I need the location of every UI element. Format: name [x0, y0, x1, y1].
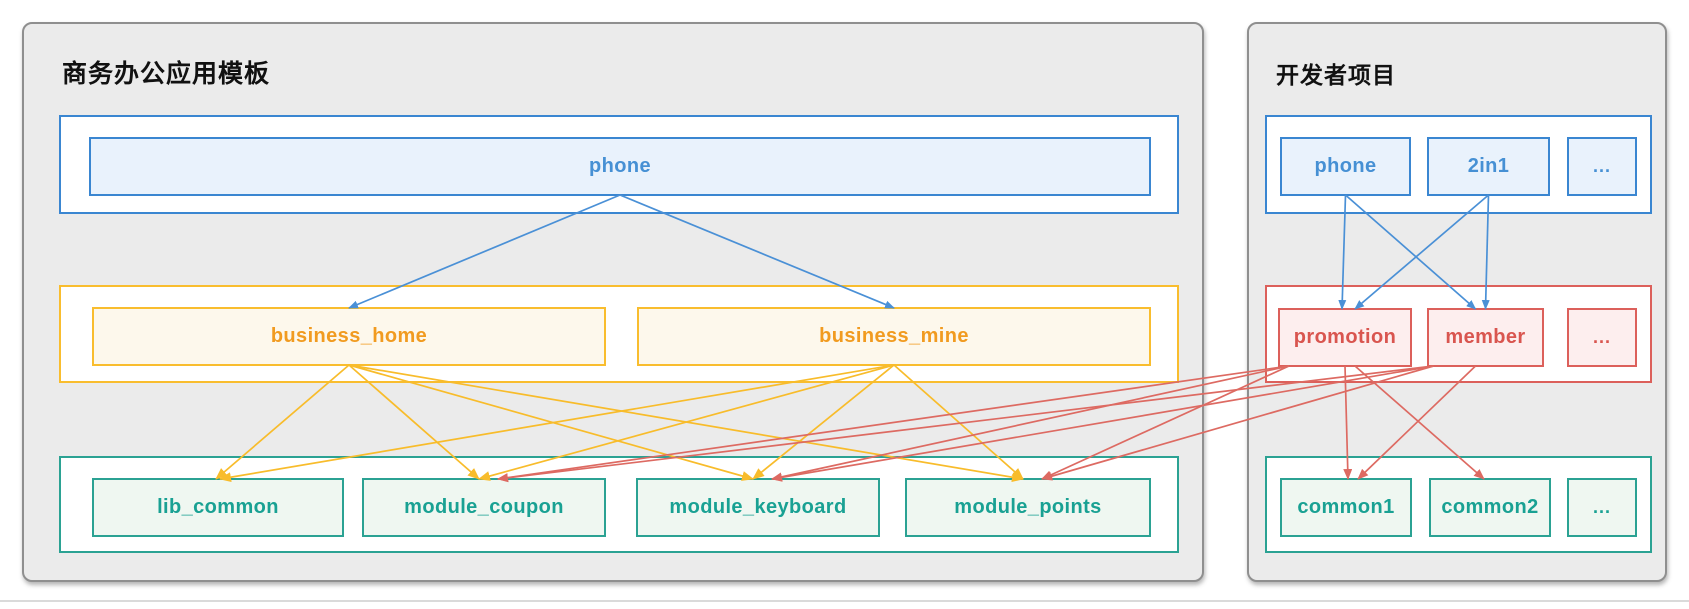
node-common-ellipsis: ... — [1567, 478, 1637, 537]
bottom-divider-line — [0, 600, 1689, 602]
node-label: module_keyboard — [669, 496, 847, 518]
node-common2: common2 — [1429, 478, 1551, 537]
node-label: phone — [1314, 155, 1377, 177]
node-phone: phone — [89, 137, 1151, 196]
node-module-coupon: module_coupon — [362, 478, 606, 537]
node-module-points: module_points — [905, 478, 1151, 537]
node-dev-ellipsis: ... — [1567, 137, 1637, 196]
template-panel-title: 商务办公应用模板 — [62, 60, 271, 88]
node-label: ... — [1592, 156, 1611, 176]
node-dev-phone: phone — [1280, 137, 1411, 196]
node-member: member — [1427, 308, 1544, 367]
template-panel: 商务办公应用模板 phone business_home business_mi… — [22, 22, 1204, 582]
node-business-home: business_home — [92, 307, 606, 366]
node-label: module_points — [954, 496, 1102, 518]
feature-row-container: promotion member ... — [1265, 285, 1652, 383]
node-business-mine: business_mine — [637, 307, 1151, 366]
node-label: business_home — [270, 325, 428, 347]
node-common1: common1 — [1280, 478, 1412, 537]
developer-panel-title: 开发者项目 — [1276, 62, 1396, 88]
node-lib-common: lib_common — [92, 478, 344, 537]
node-label: 2in1 — [1467, 155, 1510, 177]
node-label: lib_common — [157, 496, 279, 518]
developer-panel: 开发者项目 phone 2in1 ... promotion member ..… — [1247, 22, 1667, 582]
node-promotion: promotion — [1278, 308, 1412, 367]
common-row-container: common1 common2 ... — [1265, 456, 1652, 553]
module-row-container: lib_common module_coupon module_keyboard… — [59, 456, 1179, 553]
business-row-container: business_home business_mine — [59, 285, 1179, 383]
node-label: module_coupon — [404, 496, 564, 518]
node-label: promotion — [1293, 326, 1397, 348]
node-label: business_mine — [819, 325, 969, 347]
node-label: ... — [1592, 497, 1611, 517]
node-label: member — [1445, 326, 1526, 348]
node-label: common2 — [1441, 496, 1539, 518]
node-label: common1 — [1297, 496, 1395, 518]
node-module-keyboard: module_keyboard — [636, 478, 880, 537]
node-label: phone — [589, 155, 651, 177]
node-feature-ellipsis: ... — [1567, 308, 1637, 367]
device-row-container: phone 2in1 ... — [1265, 115, 1652, 214]
node-label: ... — [1592, 327, 1611, 347]
entry-row-container: phone — [59, 115, 1179, 214]
node-dev-2in1: 2in1 — [1427, 137, 1550, 196]
